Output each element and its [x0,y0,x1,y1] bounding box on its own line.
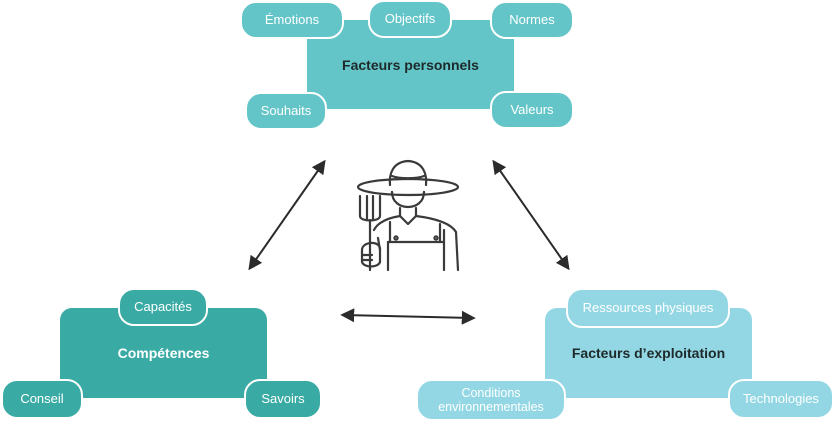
pill-souhaits: Souhaits [245,92,327,130]
pill-objectifs: Objectifs [368,0,452,38]
pill-emotions: Émotions [240,1,344,39]
arrow-personnels-exploitation [492,159,570,271]
arrow-personnels-competences [248,159,326,271]
pill-valeurs: Valeurs [490,91,574,129]
pill-capacites: Capacités [118,288,208,326]
facteurs-exploitation-title: Facteurs d’exploitation [571,345,726,361]
pill-conditions-environnementales: Conditions environnementales [416,379,566,421]
competences-title: Compétences [117,345,210,361]
facteurs-personnels-title: Facteurs personnels [342,56,479,73]
pill-technologies: Technologies [728,379,834,419]
pill-normes: Normes [490,1,574,39]
farmer-with-pitchfork-icon [356,159,460,272]
pill-savoirs: Savoirs [244,379,322,419]
pill-ressources-physiques: Ressources physiques [566,288,730,328]
pill-conseil: Conseil [1,379,83,419]
arrow-competences-exploitation [340,308,476,325]
